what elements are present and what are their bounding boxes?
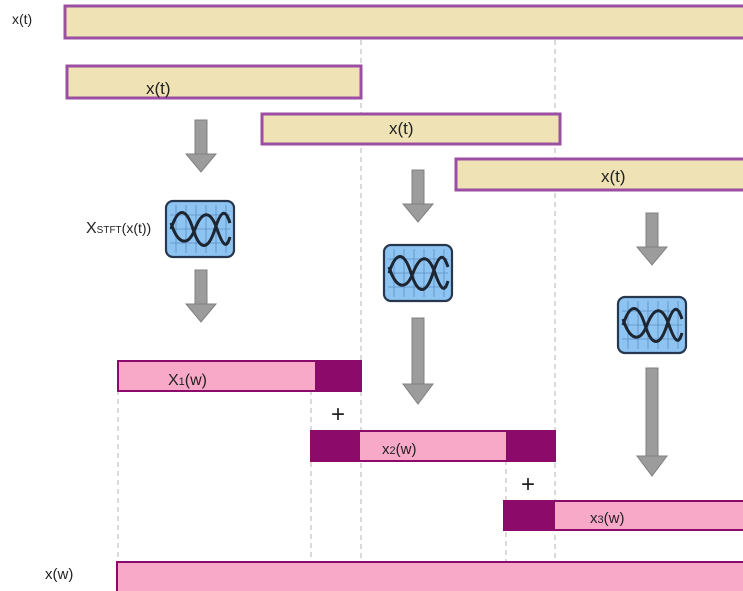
segment-2-label: x(t)	[389, 119, 414, 138]
result-bar	[116, 561, 743, 591]
down-arrow-icon	[402, 317, 434, 405]
segment-3-bar	[454, 157, 743, 192]
spectrum-2-bar	[310, 430, 556, 462]
plus-icon: +	[331, 401, 345, 428]
segment-2-bar	[260, 112, 562, 146]
segment-1-label: x(t)	[146, 79, 171, 98]
down-arrow-icon	[185, 269, 217, 323]
spectrum-1-label: X1(w)	[168, 372, 207, 389]
spectrum-3-bar	[503, 500, 743, 531]
down-arrow-icon	[636, 367, 668, 477]
segment-1-bar	[65, 64, 363, 100]
plus-icon: +	[521, 471, 535, 498]
result-label: x(w)	[45, 566, 73, 583]
segment-3-label: x(t)	[601, 167, 626, 186]
oscilloscope-icon	[616, 295, 688, 355]
spectrum-1-bar	[117, 360, 362, 392]
down-arrow-icon	[185, 119, 217, 173]
signal-top-label: x(t)	[12, 11, 32, 27]
down-arrow-icon	[402, 169, 434, 223]
signal-top-bar	[63, 4, 743, 40]
stft-label: XSTFT(x(t))	[86, 220, 151, 237]
oscilloscope-icon	[382, 243, 454, 303]
oscilloscope-icon	[164, 199, 236, 259]
spectrum-2-label: x2(w)	[382, 441, 416, 458]
down-arrow-icon	[636, 212, 668, 266]
guide-lines	[117, 40, 556, 562]
spectrum-3-label: x3(w)	[590, 510, 624, 527]
